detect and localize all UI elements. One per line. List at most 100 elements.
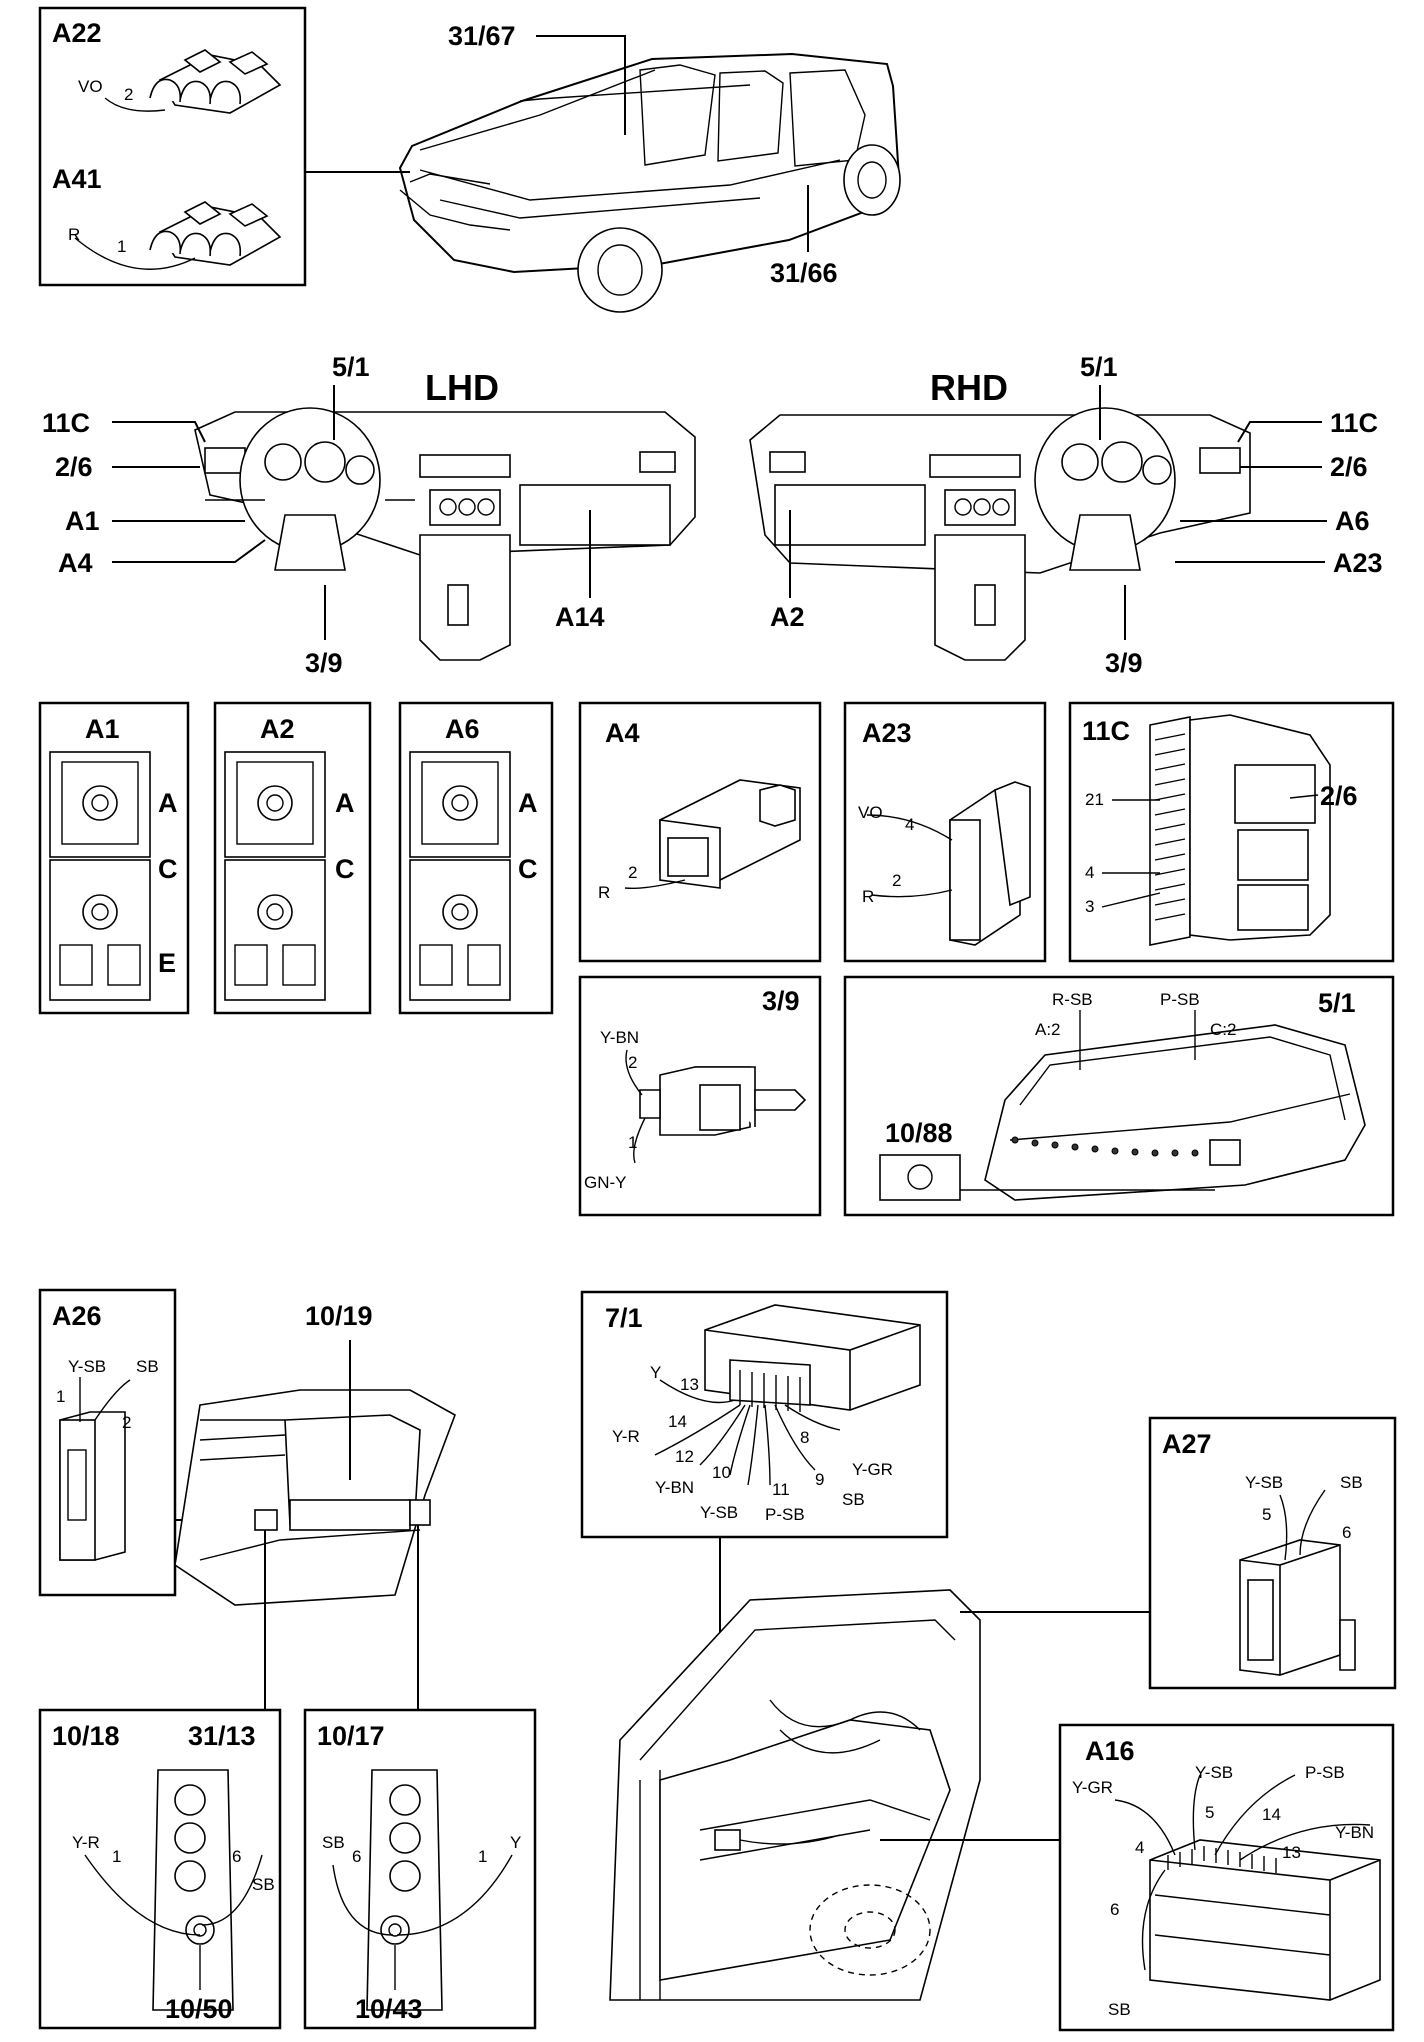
a16-wire-color-4: Y-BN — [1335, 1823, 1374, 1842]
p1017-wire-pin-2: 1 — [478, 1847, 487, 1866]
a26-wire-pin-1: 1 — [56, 1387, 65, 1406]
module71-wire-color-5: Y-SB — [700, 1503, 738, 1522]
ecu-a2-sec-c: C — [335, 854, 355, 884]
module71-wire-color-8: Y-GR — [852, 1460, 893, 1479]
a4-wire-color: R — [598, 883, 610, 902]
a23-wire-color-2: R — [862, 887, 874, 906]
a16-wire-color-2: Y-SB — [1195, 1763, 1233, 1782]
p1018-wire-pin-1: 1 — [112, 1847, 121, 1866]
a27-wire-pin-2: 6 — [1342, 1523, 1351, 1542]
module71-wire-pin-8: 8 — [800, 1428, 809, 1447]
rear-car-drawing — [174, 1389, 456, 1606]
s39-wire-color-1: Y-BN — [600, 1028, 639, 1047]
s39-wire-pin-2: 1 — [628, 1133, 637, 1152]
ecu-panel-a2: A2 A C — [213, 701, 372, 1015]
p1017-wire-color-1: SB — [322, 1833, 345, 1852]
a23-wire-pin-1: 4 — [905, 815, 914, 834]
ecu-a6-title: A6 — [445, 714, 480, 744]
s51-pin-a2: A:2 — [1035, 1020, 1061, 1039]
s51-bulb-label: 10/88 — [885, 1118, 953, 1148]
a4-wire-pin: 2 — [628, 863, 637, 882]
rhd-top-label: 5/1 — [1080, 352, 1118, 382]
s39-title: 3/9 — [762, 986, 800, 1016]
c11-panel: 11C 21 4 3 2/6 — [1068, 701, 1395, 963]
sill-label: 31/66 — [770, 258, 838, 288]
s39-wire-pin-1: 2 — [628, 1053, 637, 1072]
p1018-part: 31/13 — [188, 1721, 256, 1751]
c11-title: 11C — [1082, 716, 1130, 746]
lhd-bottom-label: 3/9 — [305, 648, 343, 678]
module71-wire-color-1: Y — [650, 1363, 661, 1382]
a16-panel: A16 Y-GR 4 Y-SB 5 P-SB 14 Y-BN 13 SB 6 — [1058, 1723, 1395, 2032]
lhd-a14: A14 — [555, 602, 605, 632]
a26-wire-pin-2: 2 — [122, 1413, 131, 1432]
a16-wire-pin-1: 4 — [1135, 1838, 1144, 1857]
p1018-panel: 10/18 31/13 Y-R 1 SB 6 10/50 — [38, 1708, 282, 2030]
rhd-11c: 11C — [1330, 408, 1378, 438]
ecu-panel-a6: A6 A C — [398, 701, 554, 1015]
a4-panel: A4 R 2 — [578, 701, 822, 963]
module71-panel: 7/1 Y 13 Y-R 14 12 Y-BN 10 Y-SB P-SB 11 … — [580, 1290, 949, 1539]
rhd-a23: A23 — [1333, 548, 1383, 578]
a22-wire-pin: 2 — [124, 85, 133, 104]
p1017-bulb: 10/43 — [355, 1994, 423, 2024]
rhd-a6: A6 — [1335, 506, 1370, 536]
p1017-wire-color-2: Y — [510, 1833, 521, 1852]
module71-wire-color-4: Y-BN — [655, 1478, 694, 1497]
a22-label: A22 — [52, 18, 102, 48]
lhd-a1: A1 — [65, 506, 100, 536]
a26-panel: A26 Y-SB 1 SB 2 — [38, 1288, 177, 1597]
hood-label: 31/67 — [448, 21, 516, 51]
a26-wire-color-2: SB — [136, 1357, 159, 1376]
rhd-dashboard: RHD — [749, 367, 1251, 661]
hood-leader — [536, 35, 626, 135]
s39-wire-color-2: GN-Y — [584, 1173, 627, 1192]
c11-part: 2/6 — [1320, 781, 1358, 811]
a4-title: A4 — [605, 718, 640, 748]
s51-title: 5/1 — [1318, 988, 1356, 1018]
a26-wire-color-1: Y-SB — [68, 1357, 106, 1376]
rhd-a2: A2 — [770, 602, 805, 632]
module71-wire-pin-6: 11 — [772, 1480, 790, 1499]
c11-pin-4: 4 — [1085, 863, 1094, 882]
module71-title: 7/1 — [605, 1303, 643, 1333]
a23-wire-pin-2: 2 — [892, 871, 901, 890]
a22-wire-color: VO — [78, 77, 103, 96]
a16-title: A16 — [1085, 1736, 1135, 1766]
ecu-a1-sec-c: C — [158, 854, 178, 884]
a23-title: A23 — [862, 718, 912, 748]
lhd-dashboard: LHD — [194, 367, 696, 661]
a27-wire-color-2: SB — [1340, 1473, 1363, 1492]
s51-pin-c2: C:2 — [1210, 1020, 1236, 1039]
c11-pin-3: 3 — [1085, 897, 1094, 916]
s51-panel: 5/1 R-SB A:2 P-SB C:2 10/88 — [843, 975, 1395, 1217]
ecu-panel-a1: A1 A C E — [38, 701, 190, 1015]
bulb-icon — [907, 1164, 933, 1190]
s51-wire-2: P-SB — [1160, 990, 1200, 1009]
module71-wire-pin-1: 13 — [680, 1375, 699, 1394]
p1017-wire-pin-1: 6 — [352, 1847, 361, 1866]
a16-wire-pin-5: 6 — [1110, 1900, 1119, 1919]
s51-wire-1: R-SB — [1052, 990, 1093, 1009]
a16-wire-color-5: SB — [1108, 2000, 1131, 2019]
p1017-title: 10/17 — [317, 1721, 385, 1751]
module71-wire-color-2: Y-R — [612, 1427, 640, 1446]
a26-title: A26 — [52, 1301, 102, 1331]
a16-wire-pin-3: 14 — [1262, 1805, 1281, 1824]
a16-wire-color-1: Y-GR — [1072, 1778, 1113, 1797]
a27-title: A27 — [1162, 1429, 1212, 1459]
p1018-wire-color-1: Y-R — [72, 1833, 100, 1852]
ecu-a6-sec-a: A — [518, 788, 538, 818]
ecu-a1-title: A1 — [85, 714, 120, 744]
a16-wire-pin-4: 13 — [1282, 1843, 1301, 1862]
a27-wire-color-1: Y-SB — [1245, 1473, 1283, 1492]
a41-connector-drawing — [74, 201, 282, 270]
ecu-a1-sec-e: E — [158, 948, 176, 978]
p1018-wire-pin-2: 6 — [232, 1847, 241, 1866]
ecu-a6-sec-c: C — [518, 854, 538, 884]
s39-panel: 3/9 Y-BN 2 GN-Y 1 — [578, 975, 822, 1217]
module71-wire-color-6: P-SB — [765, 1505, 805, 1524]
module71-wire-pin-4: 10 — [712, 1463, 731, 1482]
a16-wire-color-3: P-SB — [1305, 1763, 1345, 1782]
a23-panel: A23 VO 4 R 2 — [843, 701, 1047, 963]
